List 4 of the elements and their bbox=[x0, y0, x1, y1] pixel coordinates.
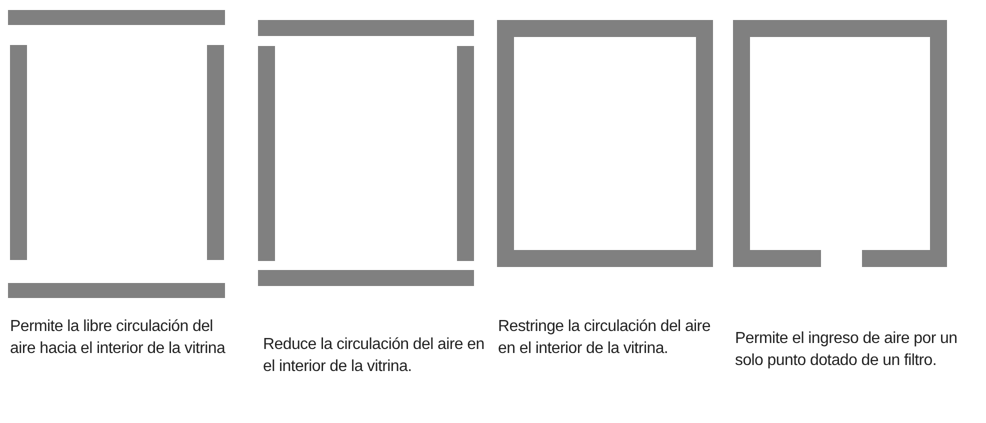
caption: Reduce la circulación del aire en el interior de la vitrina. bbox=[263, 335, 485, 377]
caption: Restringe la circulación del aire en el interior de la vitrina. bbox=[498, 317, 712, 359]
caption: Permite la libre circulación del aire hacia el interior de la vitrina bbox=[10, 317, 226, 359]
caption: Permite el ingreso de aire por un solo punto dotado de un filtro. bbox=[735, 329, 958, 371]
